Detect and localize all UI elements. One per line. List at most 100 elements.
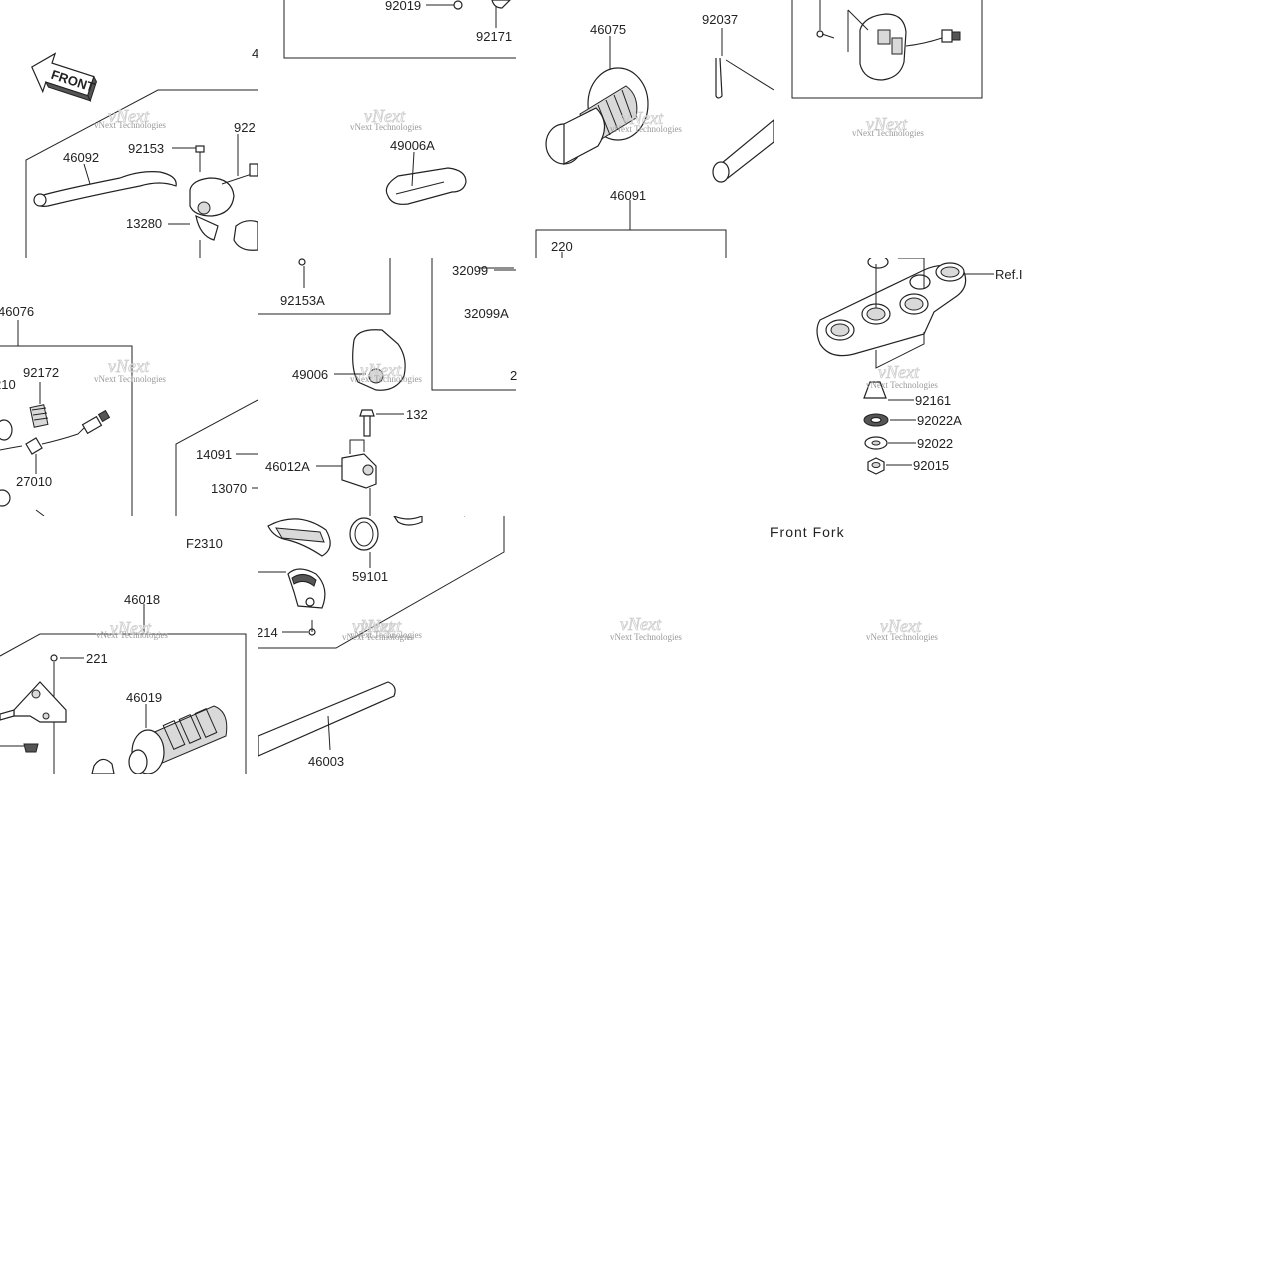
group-frame (258, 516, 505, 649)
nut-92019 (453, 0, 463, 10)
tile-handlebar: 214 59101 46003 vNext vNext Technologies (258, 516, 516, 774)
top-post (867, 258, 889, 269)
clamp-46012A (341, 453, 377, 489)
svg-text:vNext: vNext (110, 618, 152, 638)
label-92037: 92037 (702, 12, 738, 27)
bolt-132-shaft (363, 415, 371, 437)
connector-tip (951, 31, 961, 41)
washer-210 (0, 419, 13, 441)
svg-text:vNext Technologies: vNext Technologies (94, 374, 166, 384)
clamp-hole (305, 597, 315, 607)
wire-left (0, 445, 23, 451)
svg-text:vNext Technologies: vNext Technologies (94, 120, 166, 130)
bracket-arm (0, 709, 15, 721)
watermark: vNext vNext Technologies (852, 114, 924, 138)
group-bracket-46091 (535, 229, 727, 258)
label-46076: 46076 (0, 304, 34, 319)
label-32099A: 32099A (464, 306, 509, 321)
label-32099: 32099 (452, 263, 488, 278)
label-214: 214 (258, 625, 278, 640)
label-49006A: 49006A (390, 138, 435, 153)
label-46091: 46091 (610, 188, 646, 203)
ring-59101-inner (354, 521, 374, 547)
watermark: vNext vNext Technologies (350, 360, 422, 384)
svg-text:vNext Technologies: vNext Technologies (342, 632, 414, 642)
bolt-hole (909, 274, 931, 290)
leader-46092 (83, 163, 91, 185)
bracket-92171 (491, 0, 511, 9)
leader-49006A (411, 151, 415, 187)
label-922: 922 (234, 120, 256, 135)
svg-text:vNext: vNext (352, 616, 394, 636)
fork-hole-left-inner (830, 323, 850, 337)
watermark: vNext vNext Technologies (610, 108, 682, 134)
label-4: 4 (252, 46, 258, 61)
svg-text:vNext Technologies: vNext Technologies (610, 124, 682, 134)
tile-grip-left-svg: F2310 46018 221 (0, 536, 247, 774)
grip-texture (162, 708, 218, 750)
lever-tip (33, 193, 47, 207)
connector (941, 29, 953, 43)
label-46075: 46075 (590, 22, 626, 37)
watermark: vNext vNext Technologies (96, 618, 168, 640)
watermark: vNext vNext Technologies (866, 616, 938, 642)
label-92171: 92171 (476, 29, 512, 44)
label-92022: 92022 (917, 436, 953, 451)
label-46019: 46019 (126, 690, 162, 705)
label-13280: 13280 (126, 216, 162, 231)
switch-wire (41, 427, 85, 445)
tile-clutch-lever-svg: FRONT 46092 92153 13280 922 4 (25, 46, 258, 258)
group-frame (283, 0, 516, 59)
tile-handlebar-switch-svg: vNext vNext Technologies (791, 0, 983, 138)
clamp-part (91, 758, 115, 774)
washer-92022-hole (871, 440, 881, 446)
washer-92022A-hole (870, 416, 882, 424)
label-2: 2 (510, 368, 517, 383)
label-221: 221 (86, 651, 108, 666)
tile-switch-cover-svg: 92019 92171 49006A vNext vNext Technolog… (283, 0, 516, 205)
screw-221 (50, 654, 58, 662)
pin-part (249, 163, 258, 177)
group-frame (0, 345, 133, 516)
bottom-line (35, 509, 45, 516)
svg-text:vNext: vNext (108, 356, 150, 376)
mount-bracket (13, 681, 67, 723)
tile-32099-labels: 32099 32099A 2 (432, 256, 518, 392)
spring-92172 (29, 404, 49, 428)
svg-text:vNext: vNext (360, 360, 402, 380)
group-frame-top (898, 258, 925, 288)
grip-end (128, 749, 148, 774)
holder-lower (195, 214, 219, 241)
switch-housing (859, 13, 907, 81)
watermark: vNext vNext Technologies (342, 616, 414, 642)
clamp-half (233, 220, 258, 251)
label-59101: 59101 (352, 569, 388, 584)
svg-text:vNext Technologies: vNext Technologies (350, 122, 422, 132)
bracket-hole (31, 689, 41, 699)
lower-clamp-shade (291, 574, 317, 587)
svg-text:vNext Technologies: vNext Technologies (350, 374, 422, 384)
label-92172: 92172 (23, 365, 59, 380)
svg-text:vNext: vNext (620, 614, 662, 634)
group-frame (258, 258, 391, 315)
group-frame (0, 633, 247, 774)
watermark: vNext vNext Technologies (610, 614, 682, 642)
bolt-132-head (359, 409, 375, 417)
tile-cable-holder: 92153A 49006 132 46012A vNext (258, 258, 516, 516)
wire (905, 37, 943, 47)
clip (23, 743, 39, 753)
label-F2310: F2310 (186, 536, 223, 551)
tile-clutch-switch: 46076 92172 210 27010 vNext vNext Techno… (0, 258, 258, 516)
label-92019: 92019 (385, 0, 421, 13)
grip-46019 (149, 705, 228, 765)
svg-text:vNext: vNext (622, 108, 664, 128)
label-46092: 46092 (63, 150, 99, 165)
svg-text:vNext Technologies: vNext Technologies (866, 632, 938, 642)
tile-32099-labels-svg: 32099 32099A 2 (452, 263, 517, 383)
label-49006: 49006 (292, 367, 328, 382)
cover-detail (395, 181, 445, 195)
tile-handlebar-switch: vNext vNext Technologies (774, 0, 1032, 258)
svg-text:vNext: vNext (866, 114, 908, 134)
label-220: 220 (551, 239, 573, 254)
